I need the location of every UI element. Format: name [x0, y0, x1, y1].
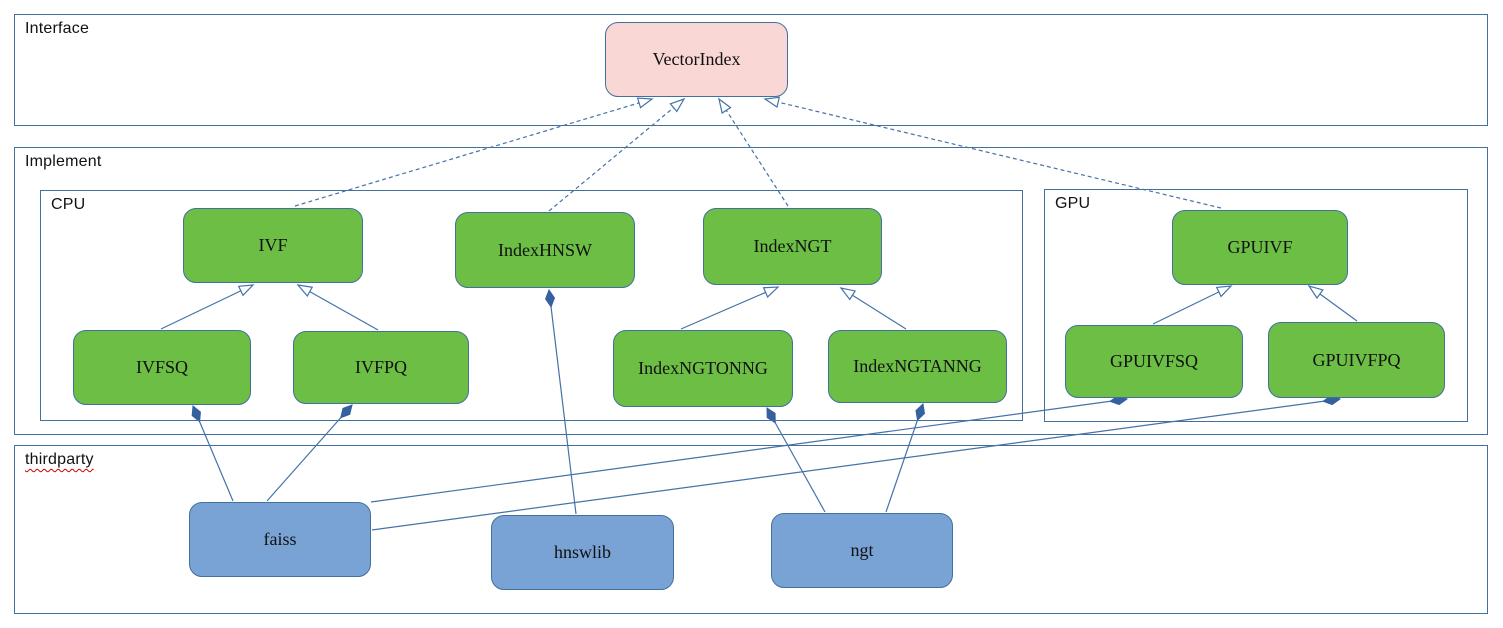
node-indexngtanng: IndexNGTANNG	[828, 330, 1007, 403]
container-interface-label: Interface	[25, 20, 90, 37]
node-indexngtonng: IndexNGTONNG	[613, 330, 793, 407]
node-hnswlib: hnswlib	[491, 515, 674, 590]
node-indexngt-label: IndexNGT	[753, 236, 832, 256]
node-ivfsq-label: IVFSQ	[135, 357, 188, 377]
node-indexngtanng-label: IndexNGTANNG	[853, 356, 982, 376]
node-ivf-label: IVF	[258, 235, 288, 255]
node-indexngtonng-label: IndexNGTONNG	[638, 358, 768, 378]
node-gpuivf: GPUIVF	[1172, 210, 1348, 285]
container-implement-label: Implement	[25, 153, 102, 170]
node-faiss-label: faiss	[263, 529, 297, 549]
node-ivf: IVF	[183, 208, 363, 283]
node-gpuivfpq: GPUIVFPQ	[1268, 322, 1445, 398]
container-cpu-label: CPU	[51, 196, 86, 213]
node-ngt: ngt	[771, 513, 953, 588]
node-ivfpq-label: IVFPQ	[354, 357, 407, 377]
container-thirdparty-label: thirdparty	[25, 451, 94, 468]
node-vectorindex-label: VectorIndex	[652, 49, 741, 69]
node-hnswlib-label: hnswlib	[553, 542, 611, 562]
container-gpu-label: GPU	[1055, 195, 1091, 212]
node-indexhnsw-label: IndexHNSW	[498, 239, 592, 260]
node-ivfpq: IVFPQ	[293, 331, 469, 404]
node-gpuivf-label: GPUIVF	[1227, 237, 1293, 257]
node-indexhnsw: IndexHNSW	[455, 212, 635, 288]
node-indexngt: IndexNGT	[703, 208, 882, 285]
node-gpuivfsq-label: GPUIVFSQ	[1109, 351, 1199, 371]
node-vectorindex: VectorIndex	[605, 22, 788, 97]
node-gpuivfpq-label: GPUIVFPQ	[1312, 349, 1401, 370]
node-gpuivfsq: GPUIVFSQ	[1065, 325, 1243, 398]
node-ivfsq: IVFSQ	[73, 330, 251, 405]
node-faiss: faiss	[189, 502, 371, 577]
node-ngt-label: ngt	[850, 540, 874, 560]
